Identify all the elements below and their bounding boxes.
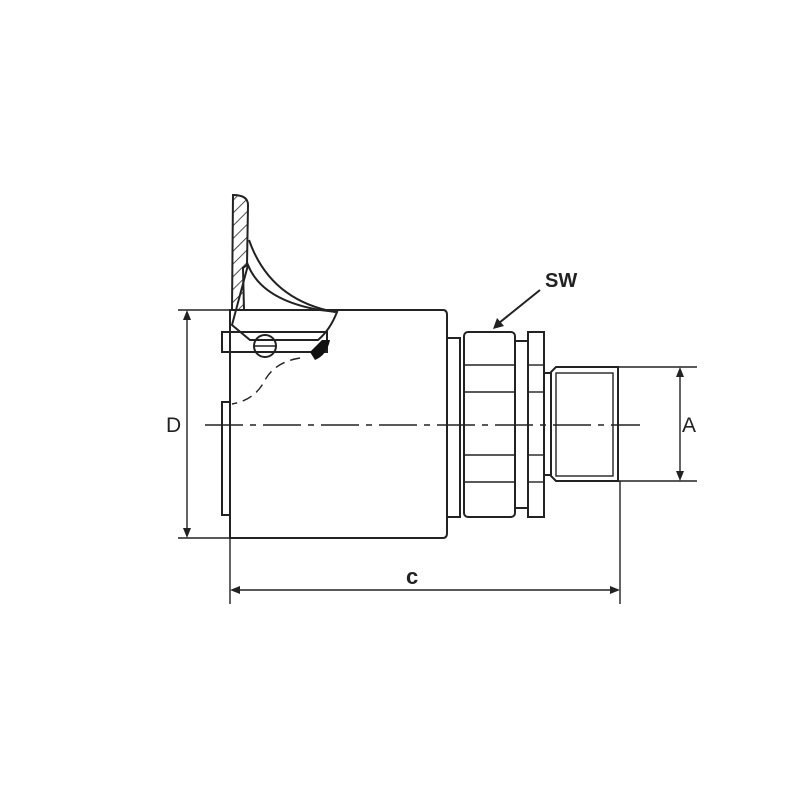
lever-handle [230, 193, 250, 311]
threaded-end [550, 366, 619, 482]
dimension-a [618, 366, 697, 482]
label-a: A [682, 414, 697, 437]
label-d: D [166, 414, 182, 437]
label-sw: SW [545, 270, 578, 292]
sw-leader [498, 289, 541, 324]
washer-lines [528, 364, 544, 483]
seal [310, 340, 330, 360]
label-c: c [406, 564, 419, 589]
dimension-c [229, 481, 621, 604]
neck [543, 372, 552, 476]
lever-arm [230, 261, 339, 341]
collar [446, 337, 461, 518]
hidden-contour [231, 357, 301, 405]
dimension-d [178, 309, 232, 539]
hex-nut-facets [464, 364, 515, 483]
lever-curve [248, 239, 336, 313]
sw-arrowhead [493, 318, 504, 329]
front-ring [221, 401, 231, 516]
coupling-body [229, 309, 448, 539]
